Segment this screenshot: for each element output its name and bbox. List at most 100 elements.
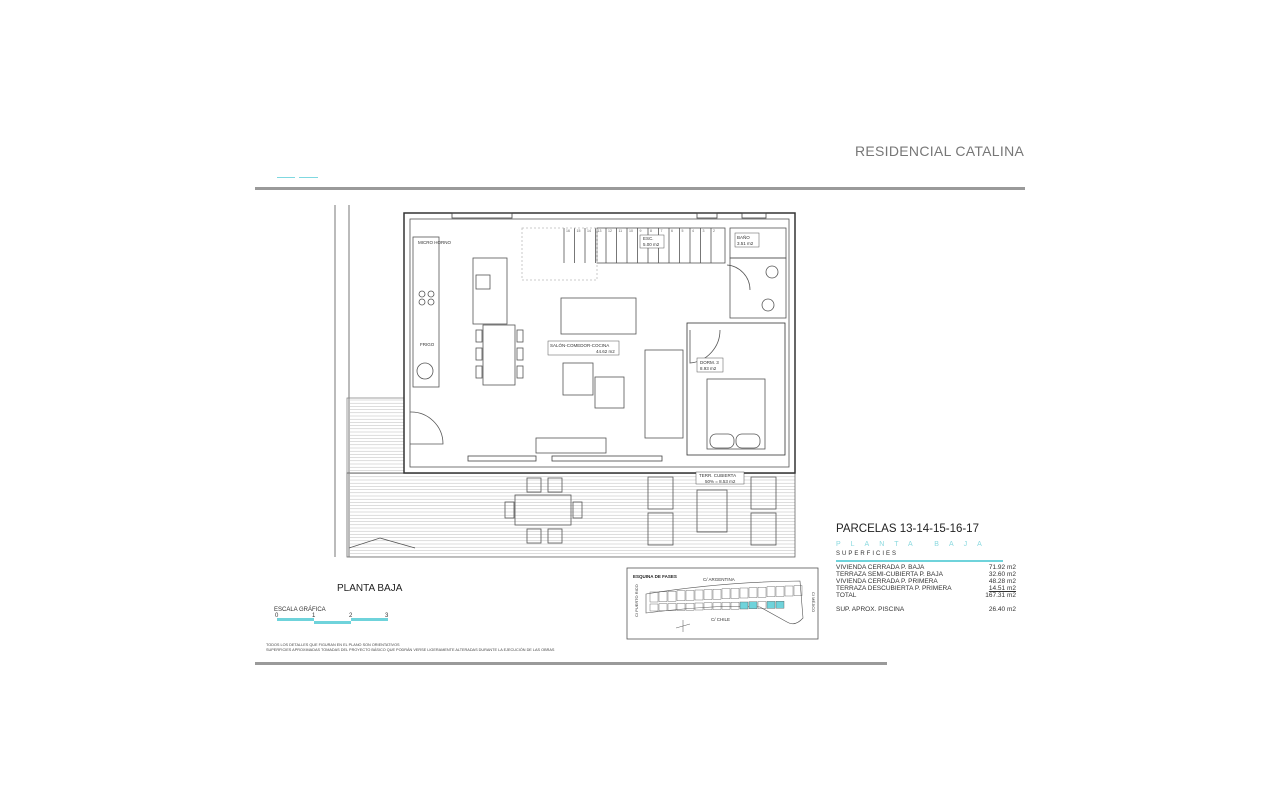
scale-label: ESCALA GRÁFICA <box>274 607 326 613</box>
room-label: MICRO HORNO <box>418 240 451 245</box>
site-map-title: ESQUINA DE FASES <box>633 574 677 579</box>
top-divider <box>255 187 1025 190</box>
street-label: C/ CHILE <box>711 617 730 622</box>
scale-tick: 0 <box>275 613 279 619</box>
stair-step-number: 5 <box>682 229 684 233</box>
window <box>741 212 767 219</box>
area-row: VIVIENDA CERRADA P. BAJA 71.92 m2 <box>836 564 1016 571</box>
plot <box>694 602 704 611</box>
armchair <box>750 476 777 510</box>
room-label: FRIGO <box>420 342 435 347</box>
area-value: 48.28 m2 <box>988 578 1016 585</box>
window <box>467 455 537 462</box>
plot <box>712 602 722 610</box>
area-value: 167.31 m2 <box>985 592 1016 599</box>
plot-highlighted <box>775 601 785 609</box>
area-value: 71.92 m2 <box>988 564 1016 571</box>
plot-highlighted <box>766 601 776 609</box>
coffee-table <box>594 376 625 409</box>
room-label: TERR. CUBIERTA <box>699 473 736 478</box>
room-area: 3.51 m2 <box>737 241 754 246</box>
site-map: ESQUINA DE FASES C/ ARGENTINA C/ CHILE C… <box>626 567 819 640</box>
plot <box>649 591 659 603</box>
dining-table <box>482 324 516 386</box>
stair-step-number: 9 <box>640 229 642 233</box>
note-line: SUPERFICIES APROXIMADAS TOMADAS DEL PROY… <box>266 648 555 652</box>
plot <box>667 603 677 611</box>
stair-step-number: 16 <box>566 229 570 233</box>
stair-step-number: 12 <box>608 229 612 233</box>
area-value: 14.51 m2 <box>988 585 1016 592</box>
street-label: C/ MÉJICO <box>811 592 816 612</box>
accent-mark <box>277 177 295 178</box>
stair-step-number: 3 <box>703 229 705 233</box>
plot <box>721 588 731 599</box>
area-value: 32.60 m2 <box>988 571 1016 578</box>
room-label: ESC. <box>643 236 654 241</box>
window <box>551 455 663 462</box>
plot <box>766 586 776 597</box>
plot <box>667 591 677 602</box>
stair-step-number: 10 <box>629 229 633 233</box>
plot <box>712 589 722 600</box>
armchair <box>647 476 674 510</box>
sofa <box>644 349 684 439</box>
area-row: VIVIENDA CERRADA P. PRIMERA 48.28 m2 <box>836 578 1016 585</box>
plot <box>793 585 803 596</box>
armchair <box>750 512 777 546</box>
stair-step-number: 11 <box>619 229 623 233</box>
project-title: RESIDENCIAL CATALINA <box>855 143 1025 159</box>
area-label: SUP. APROX. PISCINA <box>836 606 905 613</box>
bottom-divider <box>255 662 887 665</box>
kitchen-counter <box>412 236 440 388</box>
plot <box>739 587 749 599</box>
scale-tick: 1 <box>312 613 316 619</box>
pool-row: SUP. APROX. PISCINA 26.40 m2 <box>836 606 1016 613</box>
plot-highlighted <box>748 601 758 609</box>
areas-heading: SUPERFICIES <box>836 551 899 557</box>
plot <box>757 601 767 609</box>
door-swing <box>726 264 751 291</box>
room-label: SALÓN-COMEDOR-COCINA <box>550 342 609 348</box>
plot <box>730 588 740 599</box>
scale-bar: 0 1 2 3 <box>275 613 389 624</box>
plot <box>730 602 740 610</box>
scale-tick: 2 <box>349 613 353 619</box>
area-label: VIVIENDA CERRADA P. PRIMERA <box>836 578 938 585</box>
tv-unit <box>535 437 607 454</box>
plan-title: PLANTA BAJA <box>337 583 403 594</box>
bed <box>706 378 766 450</box>
room-label: DORM. 3 <box>700 360 719 365</box>
plot <box>757 587 767 598</box>
plot <box>703 589 713 600</box>
stair-step-number: 13 <box>598 229 602 233</box>
notes: TODOS LOS DETALLES QUE FIGURAN EN EL PLA… <box>266 643 554 653</box>
terrace-table <box>514 494 572 526</box>
parcels-title: PARCELAS 13-14-15-16-17 <box>836 523 979 535</box>
accent-rule <box>836 560 1003 562</box>
room-area: 44.62 m2 <box>596 349 615 354</box>
bedroom <box>686 322 786 456</box>
plot <box>748 587 758 598</box>
plot <box>703 602 713 610</box>
sofa <box>560 297 637 335</box>
area-label: VIVIENDA CERRADA P. BAJA <box>836 564 925 571</box>
plot <box>658 591 668 602</box>
floor-subtitle: PLANTA BAJA <box>836 541 992 548</box>
coffee-table <box>562 362 594 396</box>
house-walls <box>403 212 796 474</box>
armchair <box>647 512 674 546</box>
room-area: 50% = 8.53 m2 <box>705 479 736 484</box>
note-line: TODOS LOS DETALLES QUE FIGURAN EN EL PLA… <box>266 643 400 647</box>
stair-step-number: 8 <box>650 229 652 233</box>
plot <box>694 589 704 601</box>
street-label: C/ ARGENTINA <box>703 577 735 582</box>
area-value: 26.40 m2 <box>988 606 1016 613</box>
plot <box>685 590 695 601</box>
stair-step-number: 15 <box>577 229 581 233</box>
room-label: BAÑO <box>737 234 750 240</box>
window <box>451 212 513 219</box>
